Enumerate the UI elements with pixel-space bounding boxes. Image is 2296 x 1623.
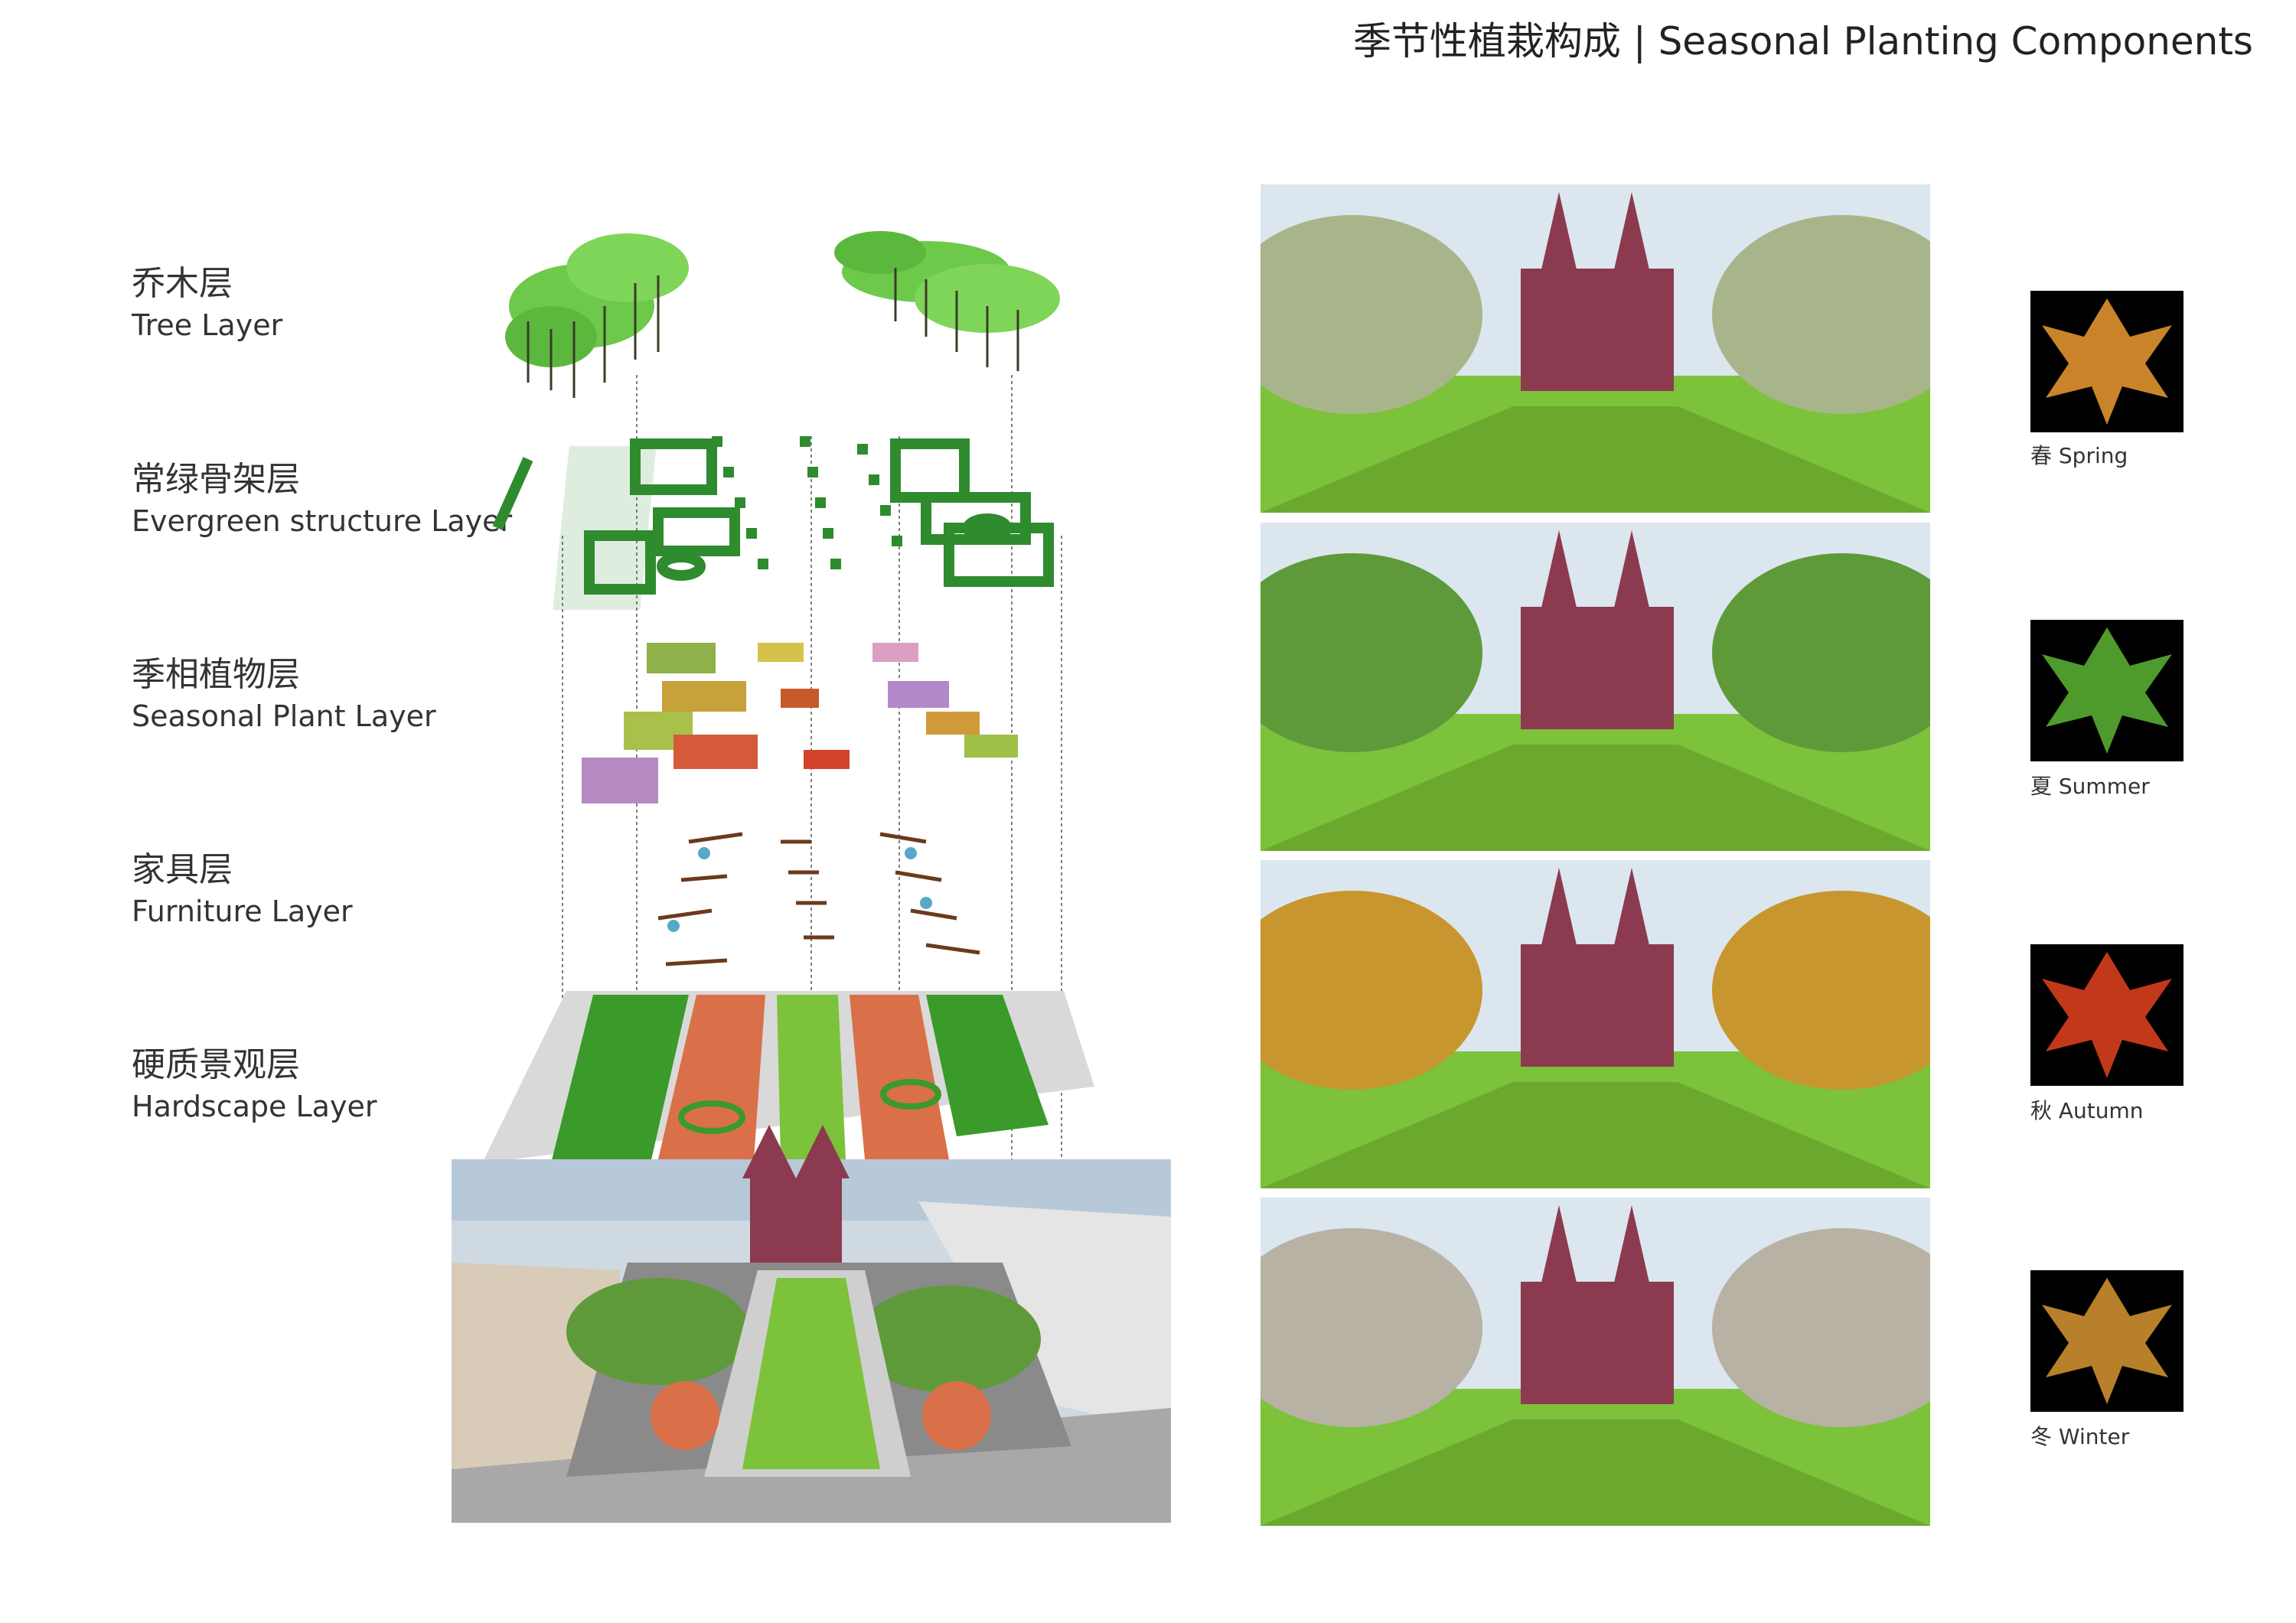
layer-label-en: Evergreen structure Layer	[132, 504, 513, 538]
season-render-winter	[1261, 1198, 1930, 1526]
season-label: 冬 Winter	[2030, 1424, 2130, 1449]
layer-label-en: Seasonal Plant Layer	[132, 699, 436, 733]
exploded-layer-diagram	[452, 231, 1171, 1523]
layer-label-en: Tree Layer	[132, 308, 283, 342]
layer-label-zh: 季相植物层	[132, 655, 300, 694]
evergreen-layer-graphic	[492, 438, 1054, 610]
furniture-layer-graphic	[657, 832, 980, 966]
leaf-thumbnail-autumn	[2030, 944, 2183, 1086]
layer-label-en: Furniture Layer	[132, 895, 353, 928]
layer-label-seasonal: 季相植物层 Seasonal Plant Layer	[132, 653, 436, 735]
aerial-perspective-render	[452, 1125, 1171, 1523]
season-render-summer	[1261, 523, 1930, 851]
layer-label-tree: 乔木层 Tree Layer	[132, 262, 282, 344]
layer-label-zh: 乔木层	[132, 264, 233, 303]
leaf-thumbnail-spring	[2030, 291, 2183, 432]
tree-canopy	[1712, 553, 1930, 752]
season-label: 秋 Autumn	[2030, 1098, 2144, 1123]
page-title: 季节性植栽构成 | Seasonal Planting Components	[1352, 19, 2253, 64]
leaf-icon	[2042, 952, 2172, 1078]
tree-canopy	[1261, 1228, 1482, 1427]
leaf-icon	[2042, 298, 2172, 425]
tree-canopy	[1261, 553, 1482, 752]
layer-label-en: Hardscape Layer	[132, 1090, 377, 1123]
leaf-thumbnail-summer	[2030, 620, 2183, 761]
tree-canopy	[1261, 215, 1482, 414]
tree-canopy	[1712, 1228, 1930, 1427]
season-render-spring	[1261, 184, 1930, 513]
tree-layer-graphic	[505, 231, 1060, 398]
seasonal-plant-layer-graphic	[582, 643, 1018, 803]
layer-label-hardscape: 硬质景观层 Hardscape Layer	[132, 1043, 377, 1126]
tree-canopy	[1261, 891, 1482, 1090]
layer-label-furniture: 家具层 Furniture Layer	[132, 848, 353, 930]
leaf-icon	[2042, 1278, 2172, 1404]
layer-label-zh: 硬质景观层	[132, 1045, 300, 1084]
evergreen-layer-bars	[712, 436, 902, 569]
season-label: 夏 Summer	[2030, 774, 2150, 799]
layer-label-zh: 家具层	[132, 850, 233, 889]
layer-label-zh: 常绿骨架层	[132, 460, 300, 499]
hardscape-layer-graphic	[482, 991, 1094, 1163]
tree-canopy	[1712, 215, 1930, 414]
season-label: 春 Spring	[2030, 443, 2128, 468]
layer-label-evergreen: 常绿骨架层 Evergreen structure Layer	[132, 458, 512, 540]
tree-canopy	[1712, 891, 1930, 1090]
season-render-autumn	[1261, 860, 1930, 1188]
leaf-thumbnail-winter	[2030, 1270, 2183, 1412]
leaf-icon	[2042, 627, 2172, 754]
